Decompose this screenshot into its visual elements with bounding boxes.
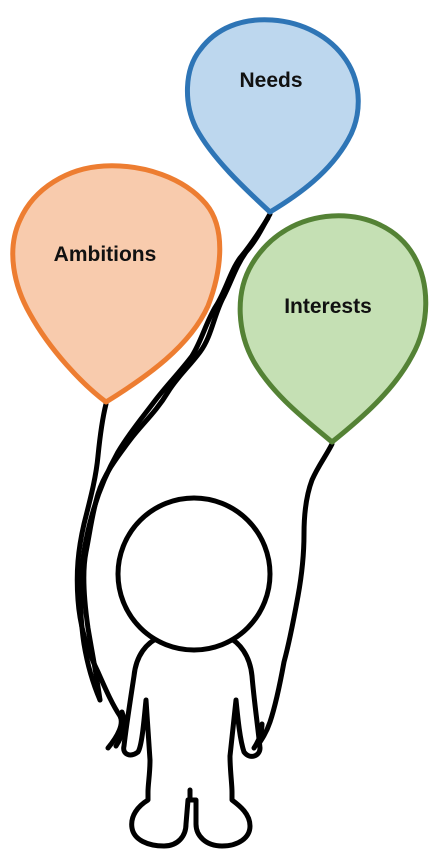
ambitions-balloon-shape: [10, 163, 223, 405]
needs-balloon-shape: [185, 17, 361, 215]
interests-string: [253, 441, 335, 751]
left-hand-strings: [113, 709, 127, 749]
ambitions-balloon: Ambitions: [10, 163, 223, 405]
needs-label: Needs: [239, 69, 302, 92]
person-figure: [115, 495, 273, 849]
balloon-strings: [74, 211, 335, 751]
string-ends: [113, 709, 265, 751]
interests-balloon: Interests: [237, 213, 429, 445]
ambitions-string: [74, 401, 124, 751]
interests-balloon-shape: [237, 213, 429, 445]
needs-balloon: Needs: [185, 17, 361, 215]
ambitions-label: Ambitions: [54, 243, 157, 266]
right-hand-string: [251, 721, 265, 751]
interests-label: Interests: [284, 295, 372, 318]
person-head: [115, 495, 273, 653]
person-body: [121, 633, 263, 849]
